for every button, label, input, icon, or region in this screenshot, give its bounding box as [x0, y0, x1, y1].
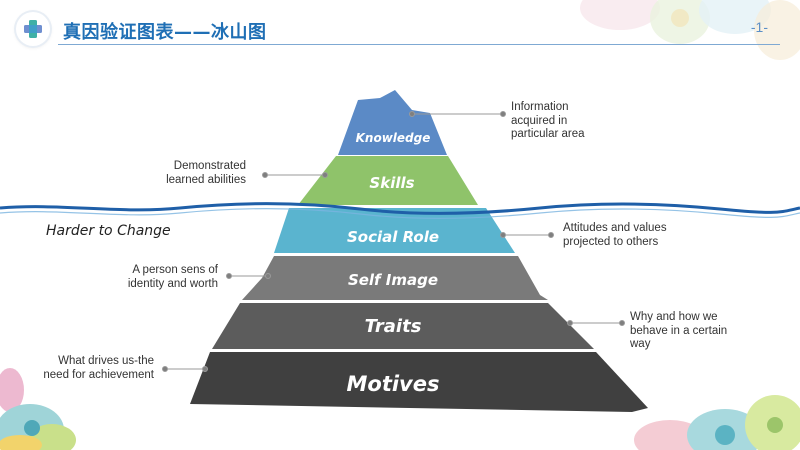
label-skills: Skills [369, 174, 414, 192]
harder-to-change-label: Harder to Change [46, 223, 171, 239]
label-knowledge: Knowledge [356, 131, 431, 145]
annotation-skills: Demonstrated learned abilities [166, 160, 246, 186]
floral-decoration-bottom-left [0, 368, 76, 450]
logo [16, 12, 50, 46]
label-motives: Motives [347, 372, 440, 396]
connector-self-image [226, 273, 271, 279]
label-social-role: Social Role [347, 228, 439, 246]
waterline [0, 202, 800, 215]
page-number: -1- [750, 19, 768, 35]
layer-skills [298, 156, 478, 205]
layer-social-role [274, 208, 515, 253]
connector-knowledge [409, 111, 506, 117]
waterline-highlight [0, 208, 800, 220]
annotation-knowledge: Information acquired in particular area [511, 101, 585, 140]
header-divider [58, 44, 780, 45]
medical-cross-icon [24, 20, 42, 38]
annotation-social-role: Attitudes and values projected to others [563, 222, 667, 248]
page-title: 真因验证图表——冰山图 [63, 22, 267, 43]
connector-motives [162, 366, 208, 372]
annotation-traits: Why and how we behave in a certain way [630, 311, 728, 350]
annotation-self-image: A person sens of identity and worth [127, 264, 218, 290]
connector-skills [262, 172, 328, 178]
annotation-motives: What drives us-the need for achievement [43, 355, 154, 381]
floral-decoration-bottom-right [634, 395, 800, 450]
layer-knowledge [338, 90, 447, 155]
connector-social-role [500, 232, 554, 238]
label-traits: Traits [365, 316, 422, 337]
label-self-image: Self Image [348, 271, 438, 289]
connector-traits [567, 320, 625, 326]
layer-motives [190, 352, 648, 412]
layer-self-image [242, 256, 548, 300]
layer-traits [212, 303, 594, 349]
